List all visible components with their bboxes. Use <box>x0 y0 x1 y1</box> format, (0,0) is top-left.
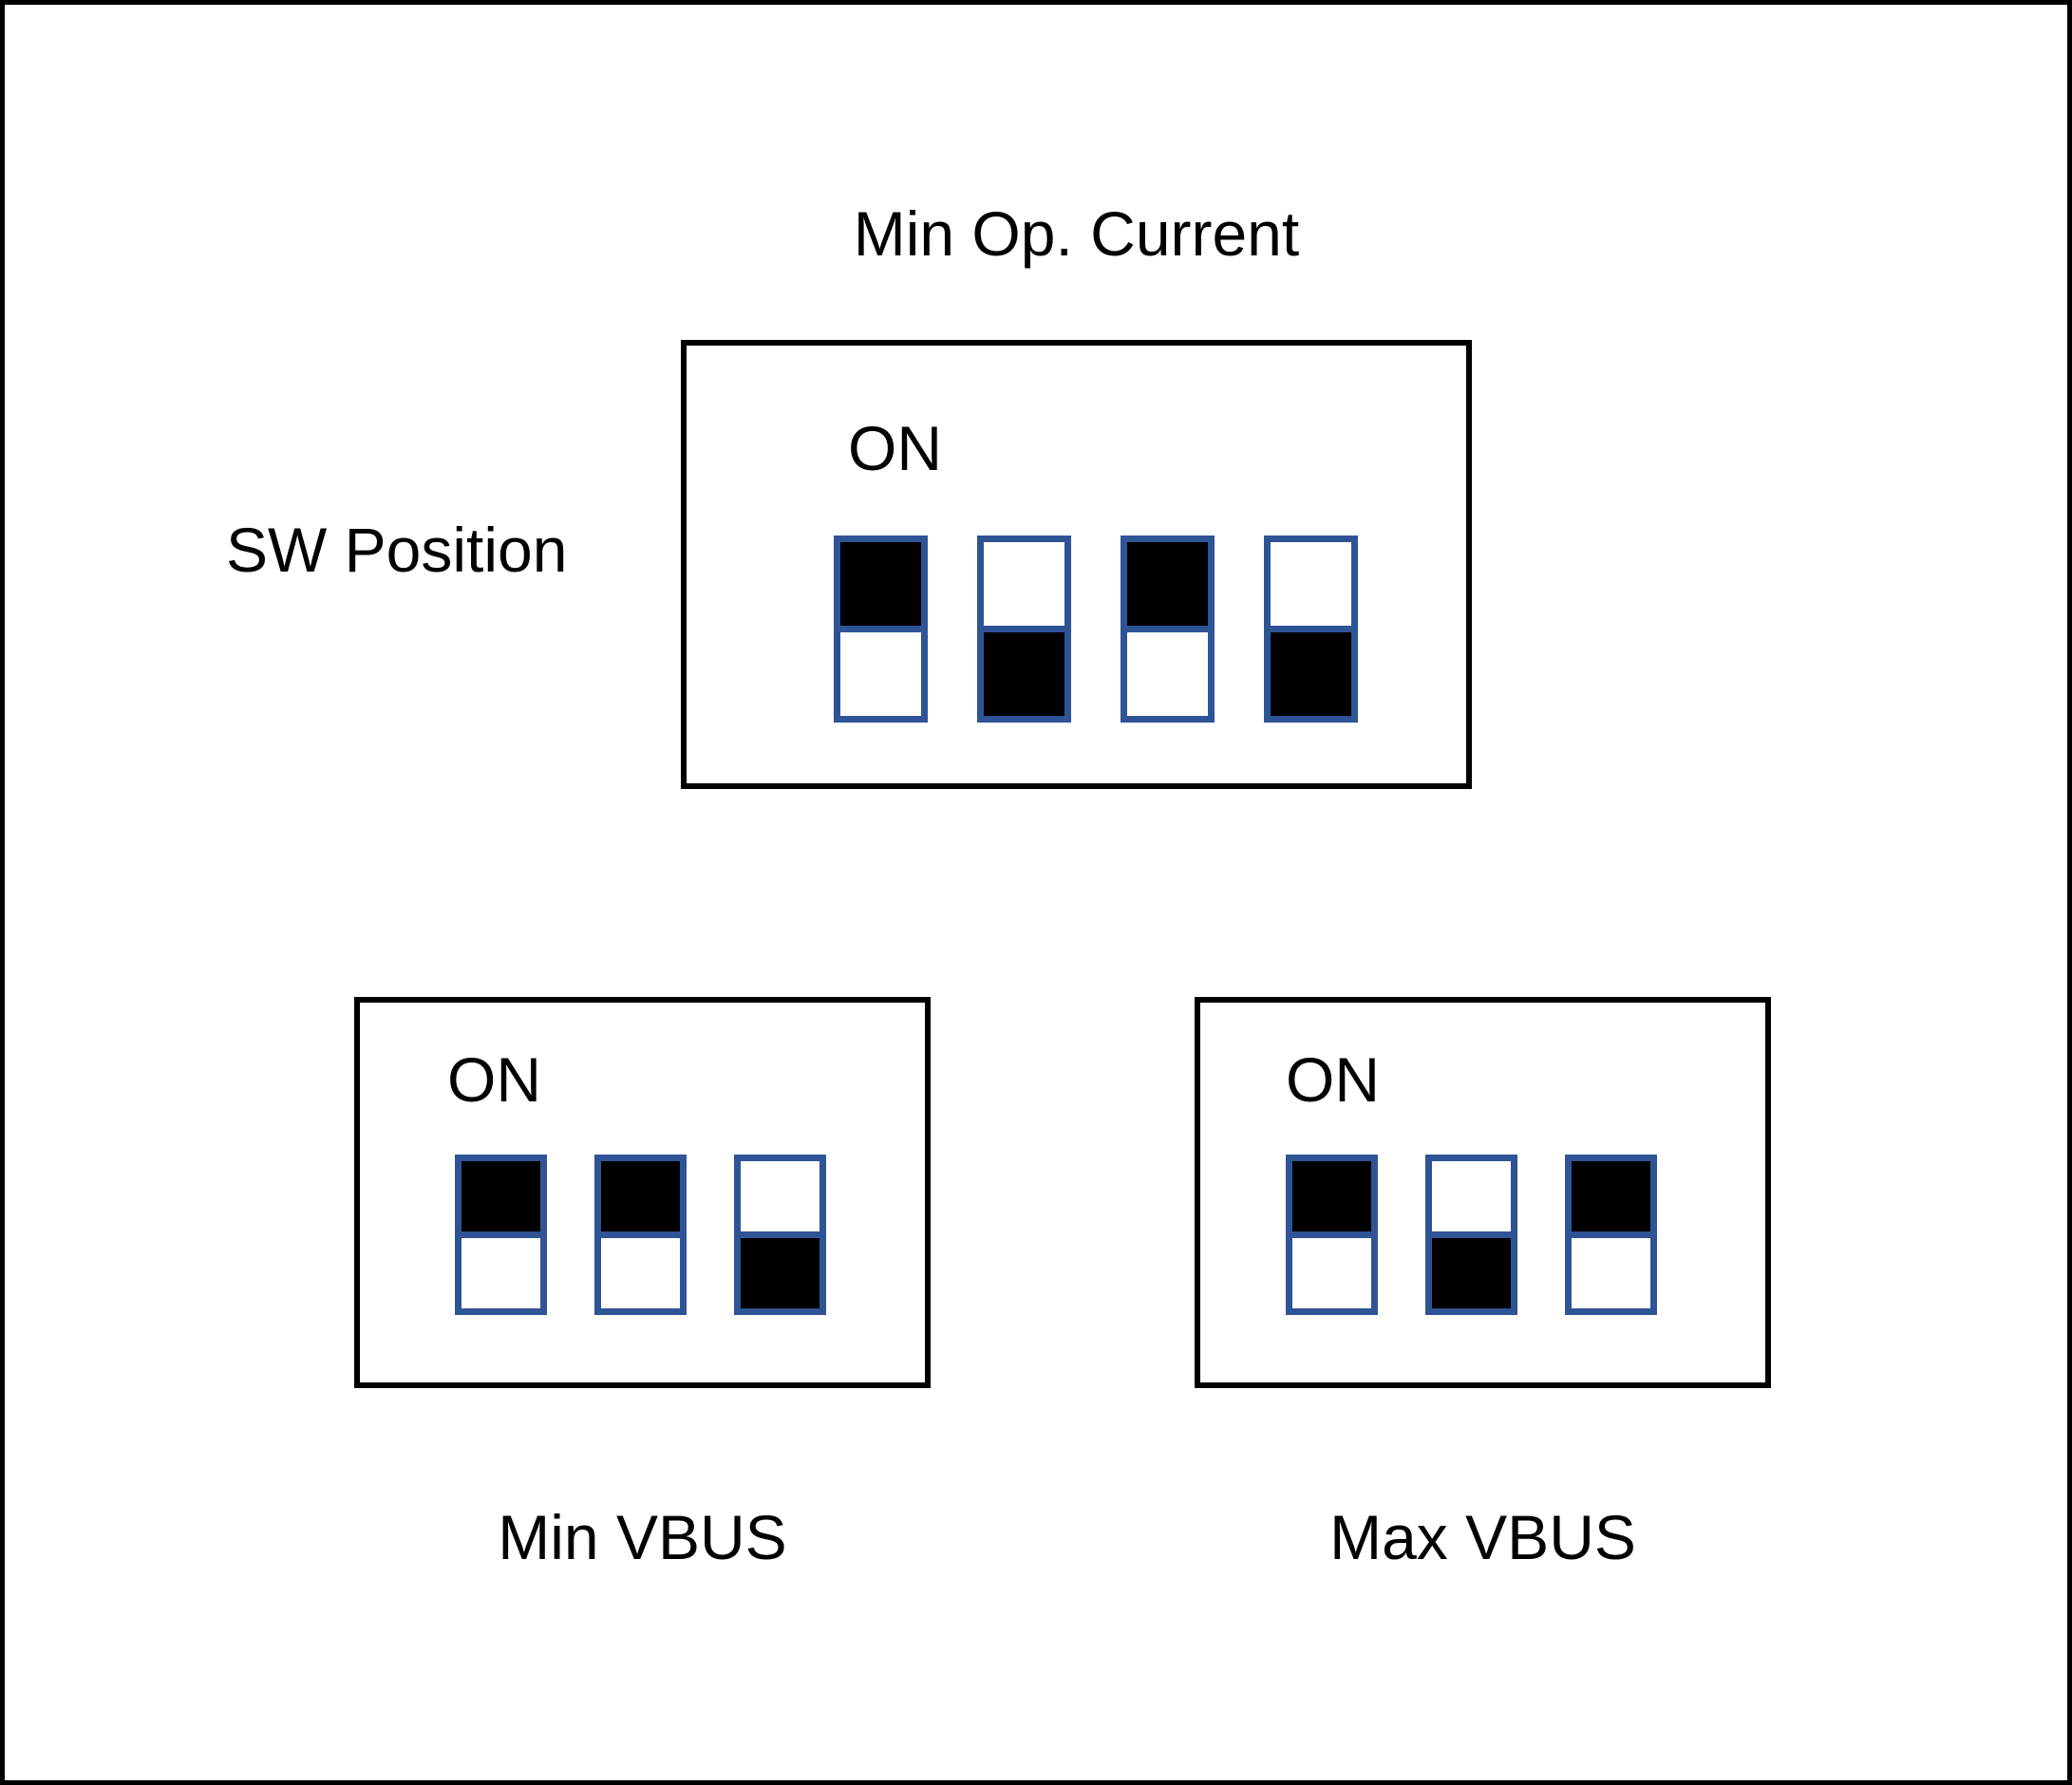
switch-2-top-cell <box>1432 1161 1511 1238</box>
dip-switch-1-on <box>834 536 928 723</box>
switch-2-bottom-cell <box>984 632 1064 716</box>
on-label: ON <box>447 1044 541 1115</box>
switch-3-top-cell <box>741 1161 819 1238</box>
diagram-title: Min Op. Current <box>853 198 1300 269</box>
switch-2-bottom-cell <box>601 1238 680 1308</box>
dip-switch-2-off <box>1425 1155 1517 1315</box>
dip-switch-3-on <box>1565 1155 1657 1315</box>
switch-2-top-cell <box>984 542 1064 632</box>
dip-switch-2-off <box>977 536 1071 723</box>
dip-switch-2-on <box>594 1155 687 1315</box>
box-min-vbus: ON <box>354 997 931 1388</box>
switch-1-top-cell <box>1292 1161 1371 1238</box>
switch-row-min-op-current <box>834 536 1358 723</box>
sw-position-label: SW Position <box>226 515 568 585</box>
switch-3-bottom-cell <box>1572 1238 1650 1308</box>
switch-1-bottom-cell <box>1292 1238 1371 1308</box>
caption-min-vbus: Min VBUS <box>498 1502 787 1572</box>
box-min-op-current: ON <box>681 340 1472 789</box>
dip-switch-1-on <box>455 1155 547 1315</box>
switch-1-bottom-cell <box>840 632 921 716</box>
caption-max-vbus: Max VBUS <box>1329 1502 1636 1572</box>
switch-row-min-vbus <box>455 1155 826 1315</box>
switch-3-bottom-cell <box>741 1238 819 1308</box>
switch-row-max-vbus <box>1286 1155 1657 1315</box>
switch-4-top-cell <box>1271 542 1351 632</box>
switch-1-top-cell <box>461 1161 540 1238</box>
dip-switch-3-on <box>1121 536 1215 723</box>
switch-3-top-cell <box>1572 1161 1650 1238</box>
switch-3-bottom-cell <box>1127 632 1208 716</box>
dip-switch-1-on <box>1286 1155 1378 1315</box>
dip-switch-3-off <box>734 1155 826 1315</box>
dip-switch-4-off <box>1264 536 1358 723</box>
box-max-vbus: ON <box>1195 997 1771 1388</box>
switch-2-bottom-cell <box>1432 1238 1511 1308</box>
switch-3-top-cell <box>1127 542 1208 632</box>
on-label: ON <box>848 413 942 483</box>
switch-2-top-cell <box>601 1161 680 1238</box>
switch-4-bottom-cell <box>1271 632 1351 716</box>
switch-1-top-cell <box>840 542 921 632</box>
switch-1-bottom-cell <box>461 1238 540 1308</box>
on-label: ON <box>1286 1044 1380 1115</box>
